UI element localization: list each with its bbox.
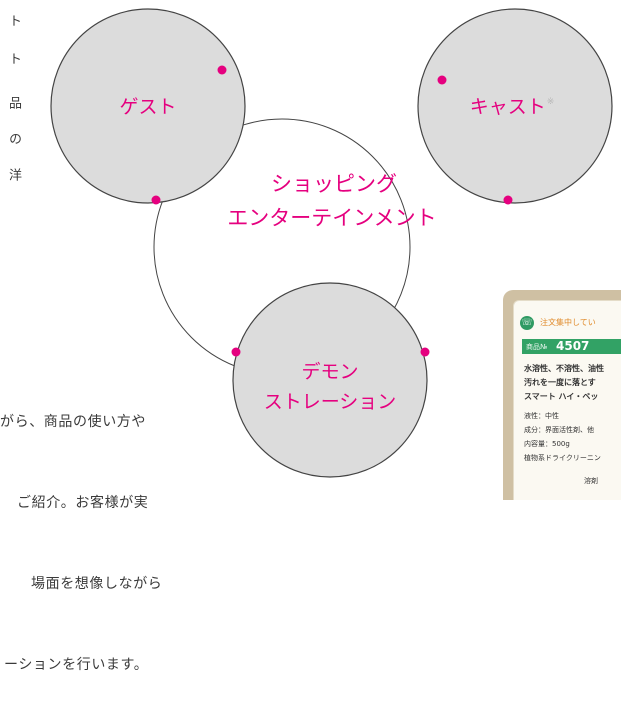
- demonstration-circle: [232, 282, 428, 478]
- card-line: 内容量：500g: [524, 440, 570, 448]
- guest-circle: [50, 8, 246, 204]
- card-line: 水溶性、不溶性、油性: [524, 364, 604, 373]
- guest-label: ゲスト: [119, 96, 176, 118]
- product-id-label: 商品№: [526, 343, 548, 351]
- product-card: ☏ 注文集中してい 商品№ 4507 水溶性、不溶性、油性 汚れを一度に落とす …: [513, 300, 621, 500]
- card-line: 成分：界面活性剤、他: [524, 426, 594, 434]
- junction-dot: [437, 75, 447, 85]
- product-id-bar: 商品№ 4507: [522, 339, 621, 354]
- cast-label: キャスト※: [470, 96, 555, 118]
- shopping-entertainment-diagram: ゲスト キャスト※ デモン ストレーション ショッピング エンターテインメント: [50, 8, 613, 478]
- cast-label-text: キャスト: [470, 96, 546, 118]
- demonstration-label-line-1: デモン: [301, 361, 358, 383]
- product-card-photo: ☏ 注文集中してい 商品№ 4507 水溶性、不溶性、油性 汚れを一度に落とす …: [503, 290, 621, 500]
- demonstration-label-line-2: ストレーション: [264, 391, 397, 413]
- card-line: 植物系ドライクリーニン: [524, 454, 601, 462]
- center-label-line-2: エンターテインメント: [227, 206, 436, 230]
- vertical-char: の: [6, 132, 21, 145]
- junction-dot: [420, 347, 430, 357]
- phone-icon: ☏: [520, 316, 534, 330]
- vertical-char: ト: [6, 52, 21, 65]
- card-line: 液性：中性: [524, 412, 559, 420]
- center-label-line-1: ショッピング: [271, 172, 397, 196]
- junction-dot: [217, 65, 227, 75]
- cast-circle: [417, 8, 613, 204]
- junction-dot: [503, 195, 513, 205]
- description-line: 場面を想像しながら: [31, 576, 163, 592]
- product-id-value: 4507: [556, 339, 590, 353]
- description-line: ご紹介。お客様が実: [17, 495, 149, 511]
- description-line: ーションを行います。: [4, 657, 149, 673]
- description-line: がら、商品の使い方や: [0, 414, 146, 430]
- junction-dots: [151, 65, 513, 357]
- vertical-char: 品: [6, 96, 21, 109]
- card-line: 溶剤: [584, 477, 598, 485]
- cast-note-mark: ※: [547, 97, 555, 107]
- junction-dot: [151, 195, 161, 205]
- junction-dot: [231, 347, 241, 357]
- card-line: スマート ハイ・ベッ: [524, 392, 599, 401]
- vertical-char: 洋: [6, 168, 21, 181]
- description-text: がら、商品の使い方や ご紹介。お客様が実 場面を想像しながら ーションを行います…: [0, 355, 215, 706]
- card-header: 注文集中してい: [540, 318, 596, 327]
- card-line: 汚れを一度に落とす: [524, 378, 596, 387]
- vertical-char: ト: [6, 14, 21, 27]
